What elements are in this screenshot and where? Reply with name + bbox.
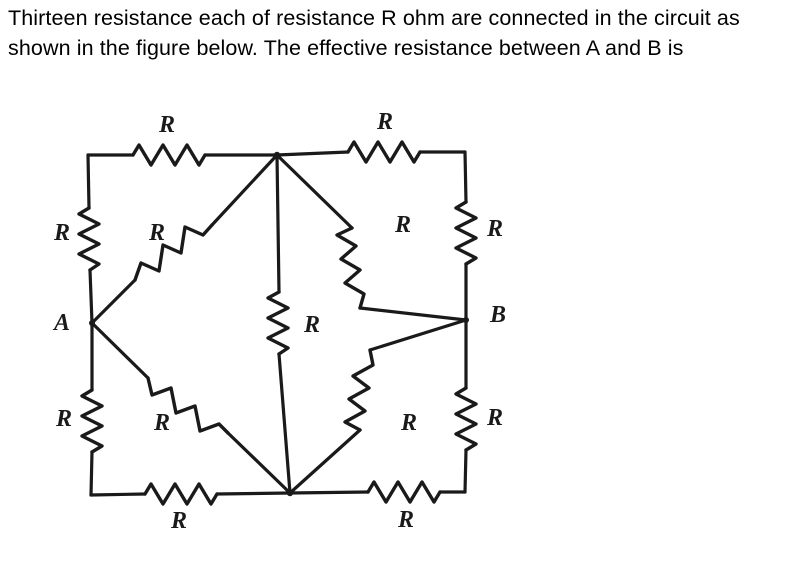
r-bottom-left-label: R: [170, 508, 187, 534]
r-right-upper-label: R: [486, 216, 503, 242]
r-center-vertical: R: [266, 153, 320, 495]
node-top: [273, 151, 281, 159]
r-top-right-label: R: [376, 109, 393, 135]
r-left-upper: R: [53, 153, 101, 325]
r-diag-a-top: R: [90, 153, 279, 325]
terminal-a-label: A: [52, 310, 70, 336]
r-left-lower-label: R: [55, 406, 72, 432]
r-left-lower: R: [55, 321, 104, 497]
r-bottom-right: R: [288, 480, 467, 533]
r-bottom-right-label: R: [397, 507, 414, 533]
node-a: [89, 320, 95, 326]
r-diag-top-b: R: [275, 153, 468, 322]
r-bottom-left: R: [89, 482, 292, 534]
r-top-left-label: R: [158, 112, 175, 138]
node-bottom: [286, 489, 294, 497]
circuit-figure: R R R R R R R: [0, 100, 800, 570]
r-right-lower-label: R: [486, 405, 503, 431]
r-center-vertical-label: R: [303, 312, 320, 338]
r-top-right: R: [275, 109, 467, 164]
terminal-b-label: B: [489, 302, 506, 328]
r-diag-bottom-b-label: R: [400, 410, 417, 436]
r-diag-bottom-b: R: [288, 318, 468, 495]
circuit-diagram-svg: R R R R R R R: [52, 109, 506, 534]
r-diag-top-b-label: R: [394, 212, 411, 238]
node-b: [463, 317, 469, 323]
r-left-upper-label: R: [53, 220, 70, 246]
r-right-lower: R: [454, 318, 503, 494]
r-top-left: R: [86, 112, 279, 167]
r-right-upper: R: [454, 150, 503, 322]
question-text: Thirteen resistance each of resistance R…: [8, 6, 740, 60]
r-diag-a-bottom-label: R: [153, 410, 170, 436]
r-diag-a-bottom: R: [90, 321, 292, 495]
r-diag-a-top-label: R: [148, 220, 165, 246]
